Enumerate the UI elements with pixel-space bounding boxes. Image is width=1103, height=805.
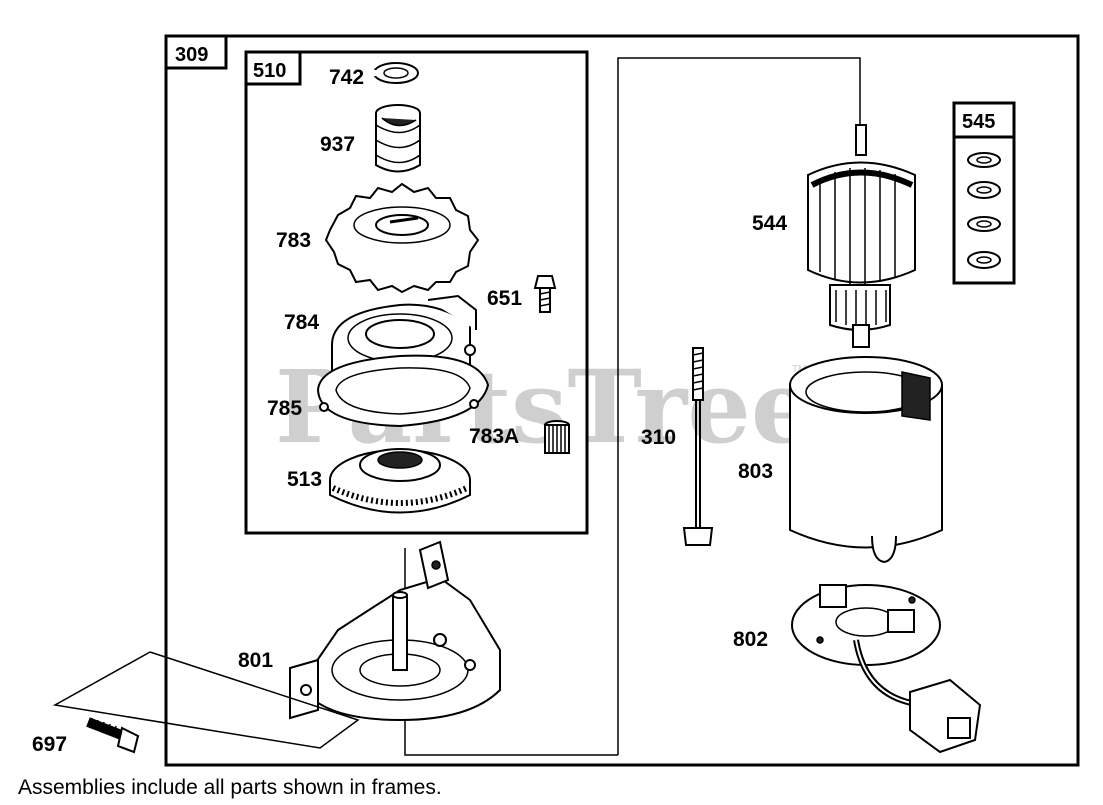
housing-803-drawing [789,356,943,564]
part-label-742: 742 [329,66,364,89]
part-label-544: 544 [752,212,787,235]
part-label-697: 697 [32,733,67,756]
end-cap-801-drawing [289,540,501,722]
part-label-783: 783 [276,229,311,252]
bolt-697-drawing [52,651,360,754]
helix-937-drawing [375,104,421,173]
gasket-785-drawing [316,354,490,428]
part-label-937: 937 [320,133,355,156]
frame-label-box-510 [244,50,302,86]
clip-742-drawing [372,62,419,84]
part-label-651: 651 [487,287,522,310]
gear-783-drawing [324,182,480,294]
frame-label-box-309 [164,34,228,70]
watermark-trademark: TM [792,364,806,375]
part-label-513: 513 [287,468,322,491]
frame-label-309: 309 [175,44,208,66]
part-label-783A: 783A [469,425,519,448]
assemblies-footnote: Assemblies include all parts shown in fr… [18,776,442,799]
pinion-783A-drawing [544,420,570,454]
part-label-803: 803 [738,460,773,483]
screw-651-drawing [533,275,557,313]
washers-545-drawing [967,152,1001,269]
part-label-801: 801 [238,649,273,672]
brush-plate-802-drawing [791,584,982,754]
through-bolt-310-drawing [682,347,714,546]
gear-kit-frame-510 [244,50,589,535]
assembly-line-right [617,57,861,755]
frame-label-510: 510 [253,60,286,82]
assembly-frame-309 [164,34,1080,767]
armature-544-drawing [807,124,916,348]
frame-label-box-545 [952,101,1016,139]
part-label-802: 802 [733,628,768,651]
part-label-785: 785 [267,397,302,420]
part-label-784: 784 [284,311,319,334]
frame-label-545: 545 [962,111,995,133]
part-label-310: 310 [641,426,676,449]
ring-gear-513-drawing [329,448,471,514]
